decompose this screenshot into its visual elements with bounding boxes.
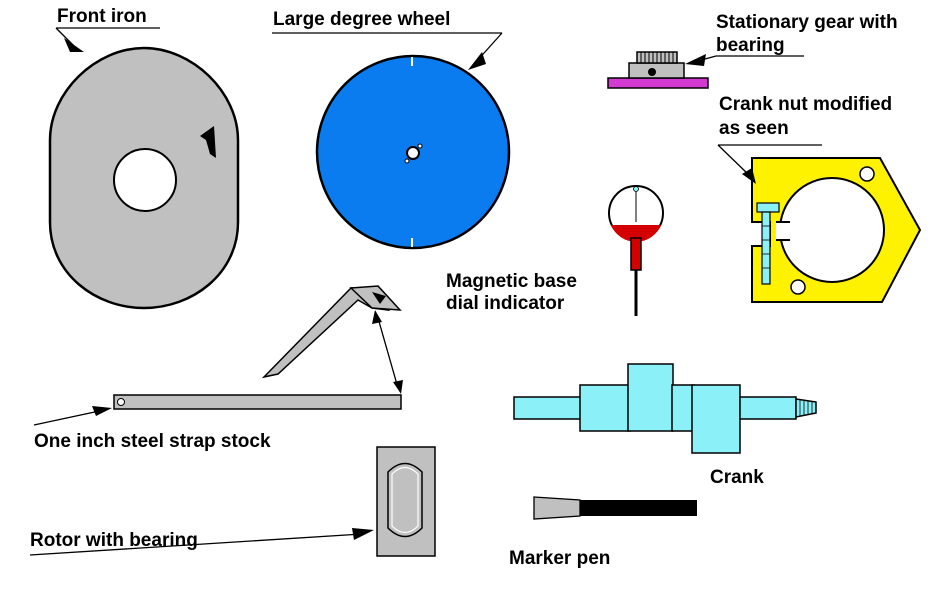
label-stationary-gear-line1: Stationary gear with: [716, 12, 898, 33]
label-crank-nut-line2: as seen: [719, 118, 789, 139]
label-crank: Crank: [710, 467, 764, 488]
degree-wheel-leader: [272, 32, 503, 70]
rotor: [376, 446, 436, 557]
label-crank-nut-line1: Crank nut modified: [719, 94, 893, 115]
steel-strap-leader: [33, 406, 112, 426]
dial-indicator: [608, 185, 664, 316]
degree-wheel: [315, 54, 511, 250]
steel-strap: [113, 285, 402, 410]
label-magnetic-base-line2: dial indicator: [446, 293, 565, 314]
label-front-iron: Front iron: [57, 6, 147, 27]
crank: [513, 363, 817, 454]
marker-pen: [533, 496, 697, 520]
label-stationary-gear-line2: bearing: [716, 35, 785, 56]
steel-strap-bend-arrow: [372, 310, 403, 394]
front-iron: [48, 46, 240, 310]
rotor-leader: [29, 528, 374, 556]
stationary-gear: [607, 51, 709, 89]
crank-nut: [751, 157, 922, 303]
crank-nut-leader: [717, 144, 822, 184]
label-steel-strap: One inch steel strap stock: [34, 431, 271, 452]
front-iron-leader: [55, 27, 160, 52]
label-marker-pen: Marker pen: [509, 548, 611, 569]
label-magnetic-base-line1: Magnetic base: [446, 271, 577, 292]
label-large-degree-wheel: Large degree wheel: [273, 9, 451, 30]
stationary-gear-leader: [685, 54, 804, 66]
label-rotor: Rotor with bearing: [30, 530, 198, 551]
